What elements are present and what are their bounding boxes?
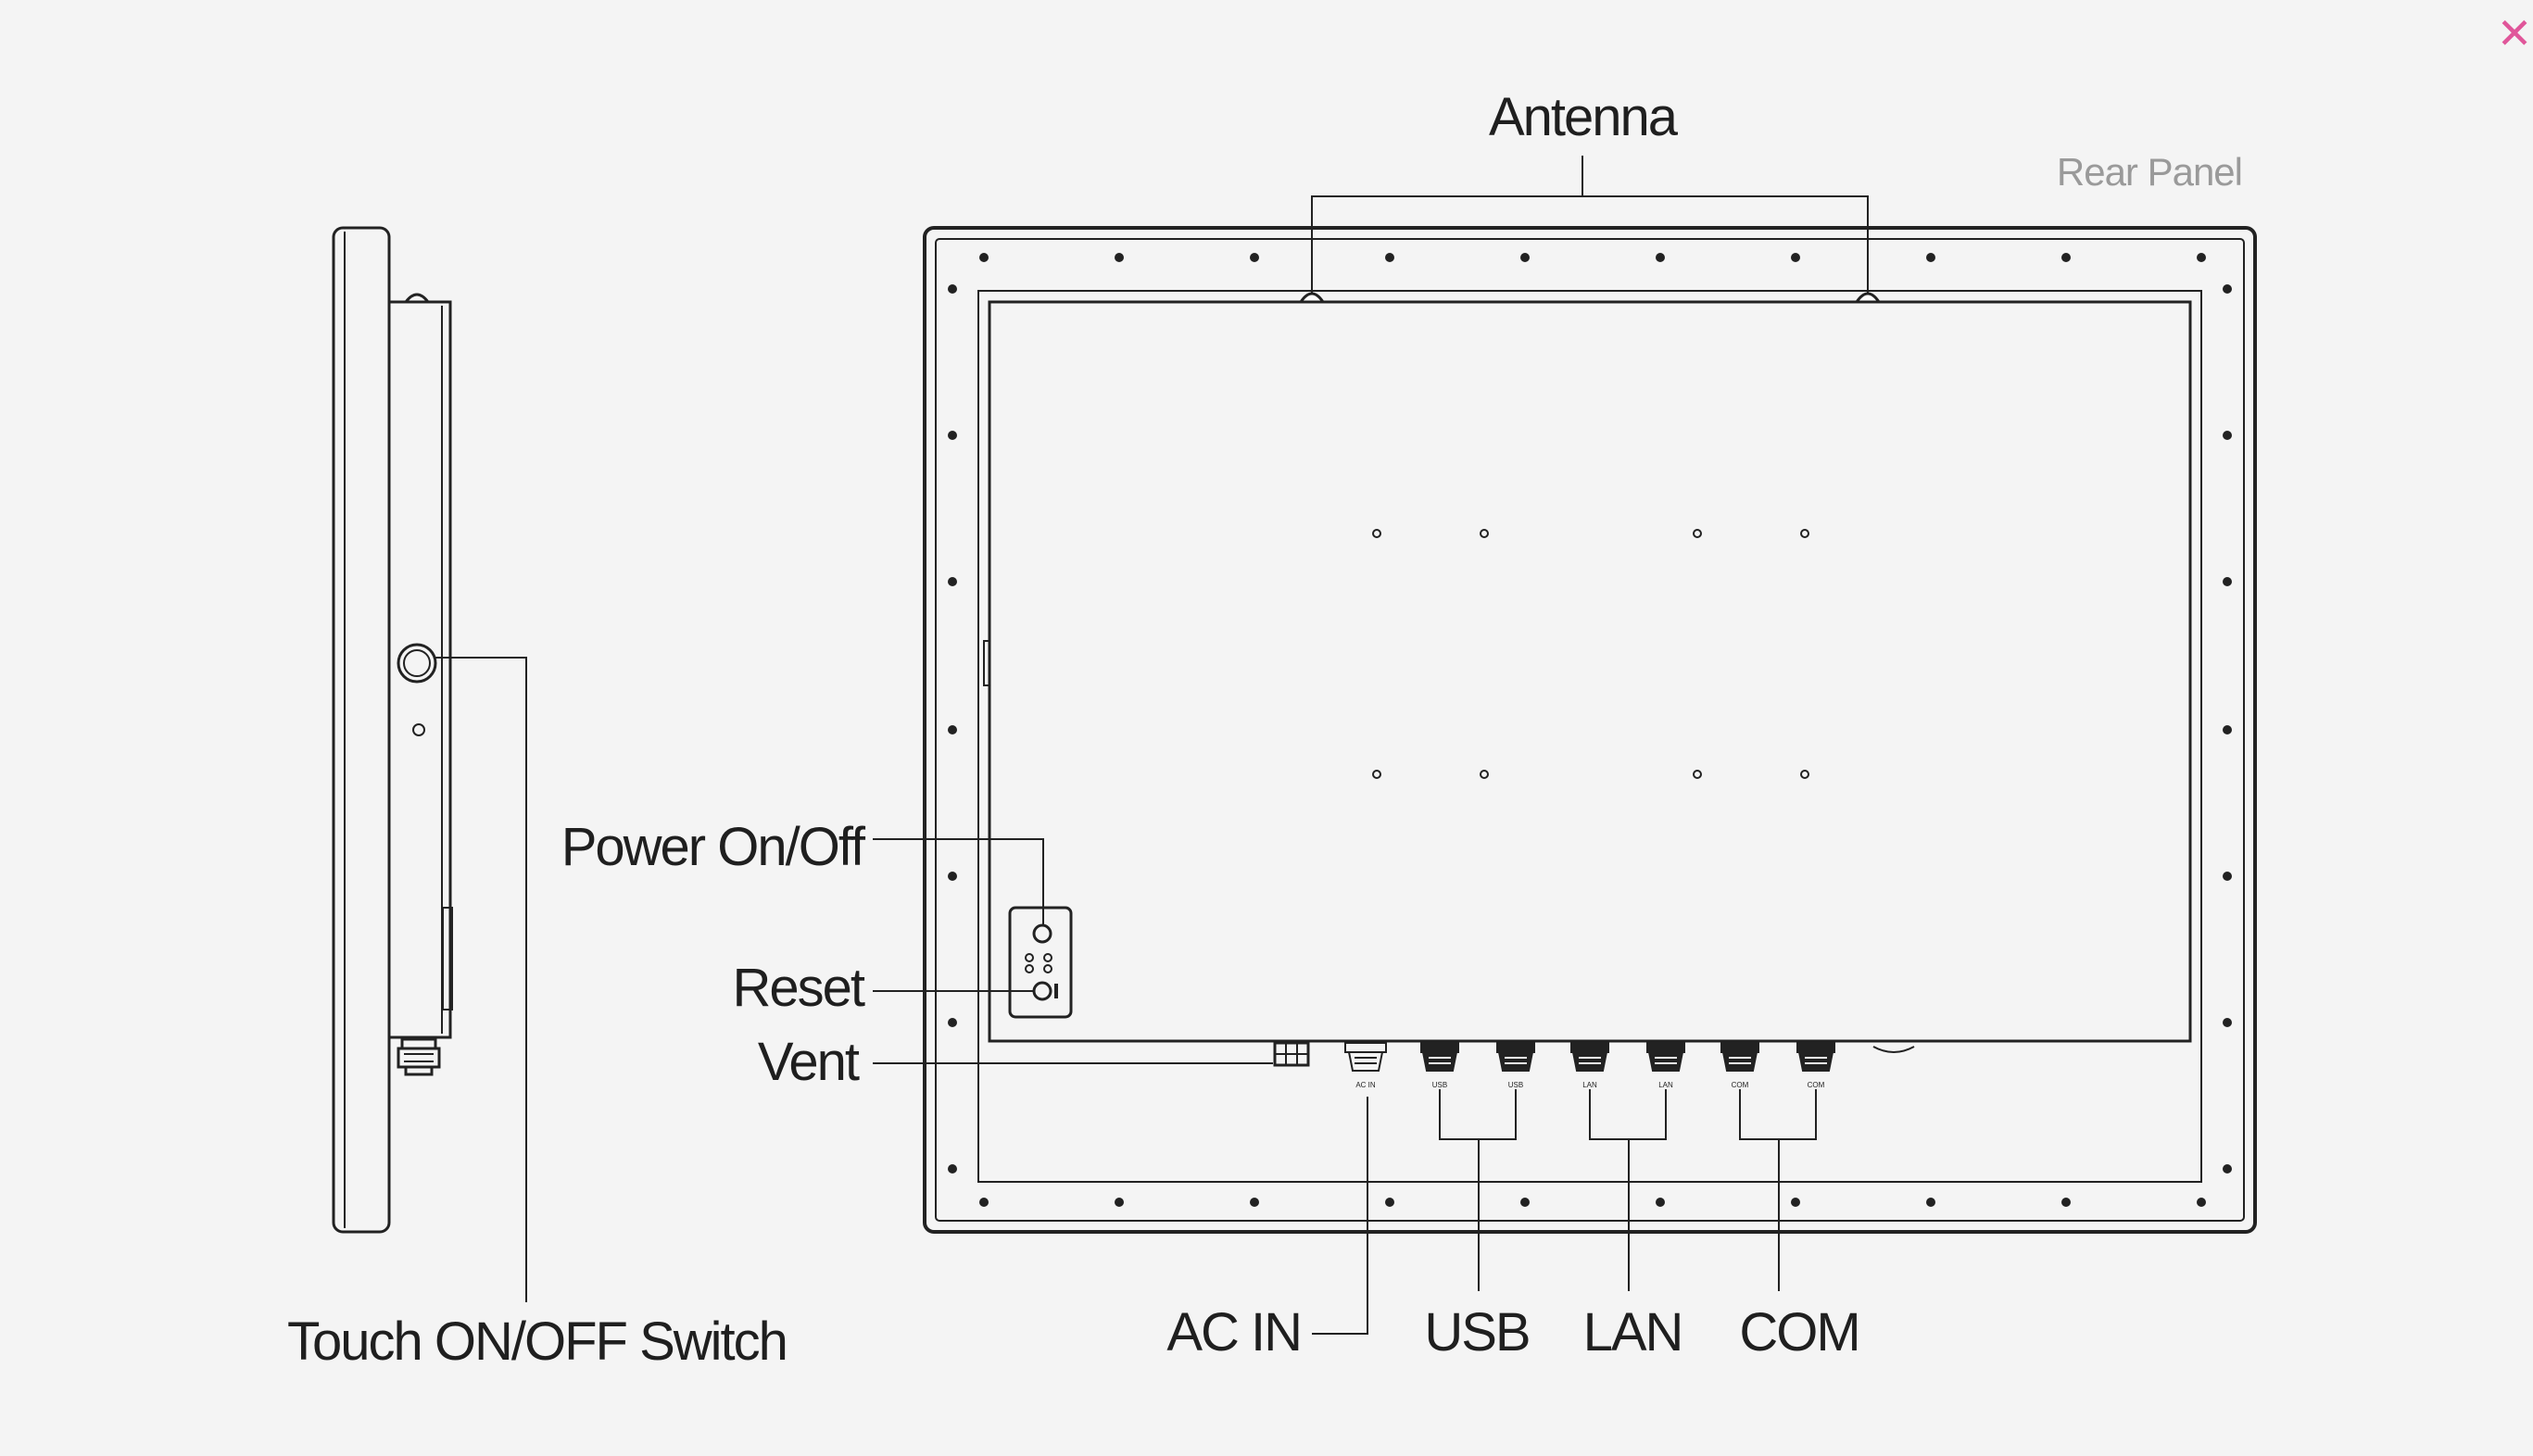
vent-label: Vent: [758, 1032, 860, 1092]
vesa-hole: [1372, 770, 1381, 779]
screw-hole: [2197, 253, 2206, 262]
close-icon[interactable]: ✕: [2496, 8, 2533, 58]
screw-hole: [1926, 1198, 1935, 1207]
screw-hole: [2061, 253, 2071, 262]
port-tag: COM: [1808, 1081, 1825, 1089]
port-tag: USB: [1432, 1081, 1447, 1089]
screw-hole: [1385, 1198, 1394, 1207]
screw-hole: [979, 1198, 989, 1207]
port-connectors: USB USB LAN LAN COM COM: [1420, 1042, 1835, 1089]
vent-icon: [1273, 1041, 1310, 1067]
port-tag: COM: [1732, 1081, 1749, 1089]
screw-hole: [1791, 1198, 1800, 1207]
screw-holes: [948, 253, 2232, 1207]
screw-hole: [979, 253, 989, 262]
screw-hole: [1250, 1198, 1259, 1207]
screw-hole: [1656, 253, 1665, 262]
antenna-connectors: [1298, 292, 1882, 304]
port-leaders: [1312, 1089, 1817, 1335]
port-tag: USB: [1508, 1081, 1523, 1089]
vesa-hole: [1800, 529, 1809, 538]
usb-label: USB: [1424, 1302, 1529, 1362]
lan-port-icon: LAN: [1646, 1042, 1685, 1089]
vesa-hole: [1480, 529, 1489, 538]
touch-switch-label: Touch ON/OFF Switch: [287, 1312, 787, 1372]
vesa-hole: [1693, 770, 1702, 779]
vesa-mount-holes: [1372, 529, 1809, 779]
screw-hole: [1115, 1198, 1124, 1207]
screw-hole: [1791, 253, 1800, 262]
control-box: [1008, 906, 1073, 1019]
bottom-bump: [1872, 1046, 1915, 1053]
vesa-hole: [1693, 529, 1702, 538]
screw-hole: [948, 1018, 957, 1027]
usb-port-icon: USB: [1496, 1042, 1535, 1089]
screw-hole: [948, 577, 957, 586]
com-label: COM: [1739, 1302, 1859, 1362]
port-tag: LAN: [1658, 1081, 1673, 1089]
antenna-label: Antenna: [1489, 87, 1679, 147]
com-port-icon: COM: [1796, 1042, 1835, 1089]
screw-hole: [948, 284, 957, 294]
left-leaders: [873, 838, 1273, 1064]
screw-hole: [1520, 253, 1530, 262]
antenna-leader: [1311, 156, 1869, 293]
screw-hole: [2223, 1018, 2232, 1027]
rear-panel: [923, 226, 2257, 1234]
screw-hole: [2223, 872, 2232, 881]
power-button-icon[interactable]: [1032, 923, 1052, 944]
vesa-hole: [1800, 770, 1809, 779]
screw-hole: [948, 872, 957, 881]
vesa-hole: [1372, 529, 1381, 538]
usb-port-icon: USB: [1420, 1042, 1459, 1089]
ac-in-label: AC IN: [1166, 1302, 1301, 1362]
screw-hole: [1115, 253, 1124, 262]
screw-hole: [2223, 577, 2232, 586]
antenna-right-icon: [1854, 292, 1882, 304]
screw-hole: [1926, 253, 1935, 262]
lan-label: LAN: [1583, 1302, 1682, 1362]
antenna-left-icon: [1298, 292, 1326, 304]
side-view: [332, 226, 453, 1234]
reset-button-icon[interactable]: [1032, 981, 1052, 1001]
screw-hole: [1520, 1198, 1530, 1207]
com-port-icon: COM: [1720, 1042, 1759, 1089]
screw-hole: [948, 725, 957, 734]
screw-hole: [2223, 725, 2232, 734]
power-label: Power On/Off: [561, 817, 866, 877]
ac-in-connector-icon: [1344, 1042, 1387, 1072]
screw-hole: [1385, 253, 1394, 262]
screw-hole: [1250, 253, 1259, 262]
touch-switch-icon[interactable]: [397, 643, 437, 684]
screw-hole: [2223, 431, 2232, 440]
screw-hole: [948, 1164, 957, 1174]
panel-title: Rear Panel: [2057, 150, 2242, 194]
screw-hole: [948, 431, 957, 440]
reset-label: Reset: [732, 958, 864, 1018]
side-connector-icon: [397, 1037, 441, 1076]
ac-in-tag: AC IN: [1355, 1081, 1376, 1089]
screw-hole: [2197, 1198, 2206, 1207]
touch-switch-leader: [435, 657, 527, 1302]
vesa-hole: [1480, 770, 1489, 779]
lan-port-icon: LAN: [1570, 1042, 1609, 1089]
screw-hole: [1656, 1198, 1665, 1207]
screw-hole: [2061, 1198, 2071, 1207]
port-tag: LAN: [1582, 1081, 1597, 1089]
screw-hole: [2223, 284, 2232, 294]
screw-hole: [2223, 1164, 2232, 1174]
